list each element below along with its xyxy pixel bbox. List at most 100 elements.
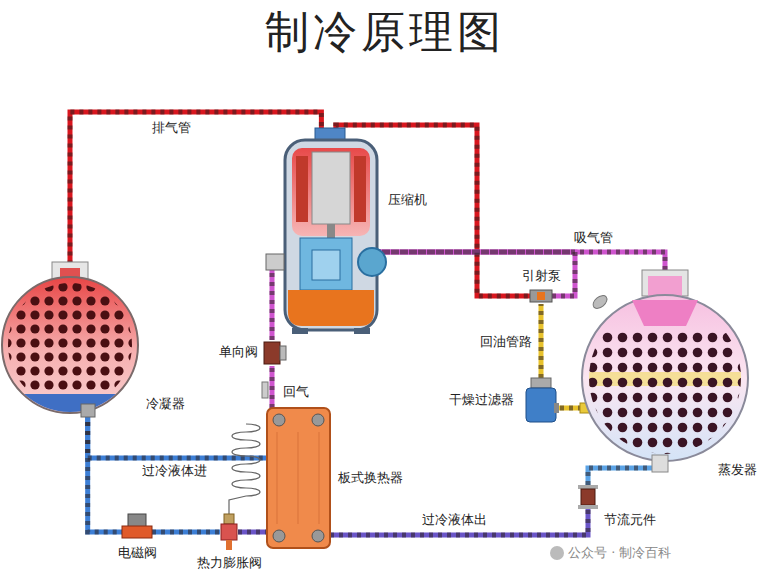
- return-fitting: [266, 254, 284, 270]
- pipe-flow-dash: [270, 366, 275, 408]
- diagram-title: 制冷原理图: [0, 4, 770, 60]
- evaporator-inlet: [652, 455, 668, 472]
- compressor: 压缩机: [283, 135, 379, 330]
- condenser-tubes: [0, 283, 140, 393]
- evaporator-shell: [582, 295, 748, 461]
- check-valve-body: [264, 342, 280, 364]
- plate-port: [273, 530, 285, 542]
- refrigerant-pipe: [539, 304, 544, 378]
- compressor-foot: [354, 328, 370, 334]
- component-label: 干燥过滤器: [449, 392, 514, 408]
- pipe-label: 过冷液体进: [140, 463, 209, 479]
- pipes: [70, 112, 665, 535]
- motor-rotor: [312, 152, 350, 224]
- throttle-body: [581, 489, 595, 505]
- throttle-element: 节流元件: [580, 485, 596, 509]
- watermark-icon: [550, 546, 564, 560]
- solenoid-body: [122, 526, 152, 538]
- pipe-flow-dash: [379, 252, 575, 296]
- component-label: 热力膨胀阀: [197, 555, 262, 571]
- evaporator-nozzle: [642, 270, 688, 296]
- ejector-body: [530, 290, 552, 302]
- component-label: 引射泵: [522, 268, 561, 284]
- compressor-shell: [285, 140, 377, 330]
- condenser-outlet: [81, 404, 95, 417]
- pipe-flow-dash: [272, 262, 283, 340]
- check-valve-cap: [280, 346, 286, 360]
- cylinder: [312, 250, 340, 280]
- component-label: 冷凝器: [146, 396, 185, 412]
- motor-winding: [296, 156, 308, 222]
- evaporator-side-nozzle: [591, 293, 610, 311]
- pipe-label: 回气: [281, 384, 311, 400]
- component-label: 节流元件: [604, 512, 656, 528]
- pipe-flow-dash: [152, 529, 220, 534]
- refrigerant-pipe: [272, 262, 283, 340]
- component-label: 电磁阀: [118, 545, 157, 561]
- drier-body: [526, 388, 556, 422]
- component-label: 单向阀: [219, 344, 258, 360]
- drier-filter: 干燥过滤器: [523, 378, 559, 422]
- ejector: 引射泵: [530, 288, 552, 304]
- refrigerant-pipe: [379, 252, 665, 270]
- refrigerant-pipe: [238, 530, 267, 535]
- evaporator-tubes: [582, 330, 748, 460]
- ejector-nozzle: [537, 292, 545, 300]
- compressor-motor-chamber: [292, 148, 370, 236]
- pipe-flow-dash: [379, 252, 665, 270]
- solenoid-valve: 电磁阀: [122, 514, 152, 540]
- pipe-flow-dash: [539, 304, 544, 378]
- refrigerant-pipe: [88, 413, 122, 532]
- pump-body: [300, 238, 352, 290]
- pipe-label: 吸气管: [572, 230, 615, 246]
- refrigerant-pipe: [330, 509, 588, 535]
- pipe-flow-dash: [559, 405, 582, 410]
- txv-stem: [226, 540, 232, 550]
- pipe-flow-dash: [238, 530, 267, 535]
- compressor-foot: [292, 328, 308, 334]
- pipe-label: 回油管路: [478, 334, 534, 350]
- drier-port: [554, 403, 559, 413]
- plate-line: [298, 432, 299, 524]
- component-label: 压缩机: [388, 192, 427, 208]
- plate-port: [273, 414, 285, 426]
- motor-winding: [354, 156, 366, 222]
- txv-body: [221, 524, 237, 540]
- check-valve: 单向阀: [264, 340, 280, 366]
- capillary-coil: [229, 424, 260, 514]
- pipe-flow-dash: [88, 413, 267, 458]
- refrigerant-pipe: [88, 413, 267, 458]
- evaporator: 蒸发器: [582, 270, 748, 461]
- throttle-flange: [578, 485, 598, 489]
- solenoid-coil: [128, 514, 146, 527]
- refrigerant-pipe: [152, 529, 220, 534]
- drier-cap: [531, 378, 551, 388]
- pipe-label: 排气管: [150, 120, 193, 136]
- condensed-liquid: [0, 394, 140, 424]
- pipe-flow-dash: [88, 413, 122, 532]
- vapour-separator: [632, 300, 698, 326]
- plate-port: [312, 414, 324, 426]
- throttle-flange: [578, 505, 598, 509]
- refrigerant-pipe: [588, 461, 660, 485]
- pipe-label: 过冷液体出: [420, 512, 489, 528]
- plate-heat-exchanger: 板式换热器: [267, 408, 330, 548]
- plate-port: [312, 530, 324, 542]
- plate-line: [277, 432, 278, 524]
- watermark: 公众号 · 制冷百科: [568, 545, 671, 561]
- plate-exchanger-body: [267, 408, 330, 548]
- refrigerant-pipe: [270, 366, 275, 408]
- evaporator-nozzle-inner: [648, 276, 682, 296]
- pipe-flow-dash: [588, 461, 660, 485]
- plate-line: [319, 432, 320, 524]
- suction-fitting: [358, 248, 386, 276]
- component-label: 板式换热器: [338, 470, 403, 486]
- refrigerant-pipe: [559, 405, 582, 410]
- pipe-flow-dash: [330, 509, 588, 535]
- expansion-valve: 热力膨胀阀: [220, 514, 238, 550]
- oil-sump: [288, 290, 374, 326]
- condenser: 冷凝器: [2, 262, 138, 413]
